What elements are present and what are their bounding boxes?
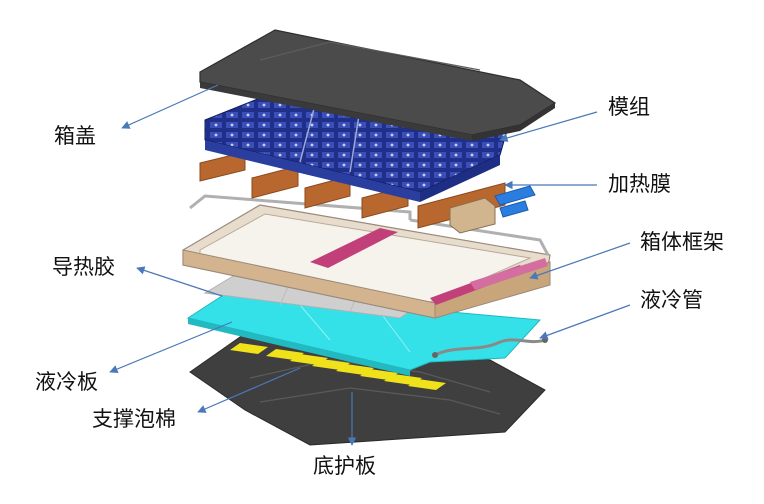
label-modules: 模组 xyxy=(608,95,650,119)
label-heating-film: 加热膜 xyxy=(608,172,671,196)
leader-lines xyxy=(109,84,631,446)
leader-cooling-pipe xyxy=(539,304,631,340)
label-box-frame: 箱体框架 xyxy=(640,230,724,254)
label-support-foam: 支撑泡棉 xyxy=(92,407,176,431)
leader-cooling-plate xyxy=(109,321,233,374)
label-cooling-plate: 液冷板 xyxy=(35,370,98,394)
leader-support-foam xyxy=(197,367,301,413)
leader-box-frame xyxy=(529,242,631,280)
label-thermal-glue: 导热胶 xyxy=(52,255,115,279)
box-frame xyxy=(182,194,551,319)
leader-lid xyxy=(121,84,219,129)
pack-lid xyxy=(199,29,557,141)
leader-thermal-glue xyxy=(136,266,223,297)
bms-module-block xyxy=(449,185,536,234)
leader-modules xyxy=(499,111,598,142)
label-cooling-pipe: 液冷管 xyxy=(640,288,703,312)
label-lid: 箱盖 xyxy=(54,124,96,148)
support-foam-strips xyxy=(230,343,446,390)
label-bottom-guard: 底护板 xyxy=(313,454,376,478)
